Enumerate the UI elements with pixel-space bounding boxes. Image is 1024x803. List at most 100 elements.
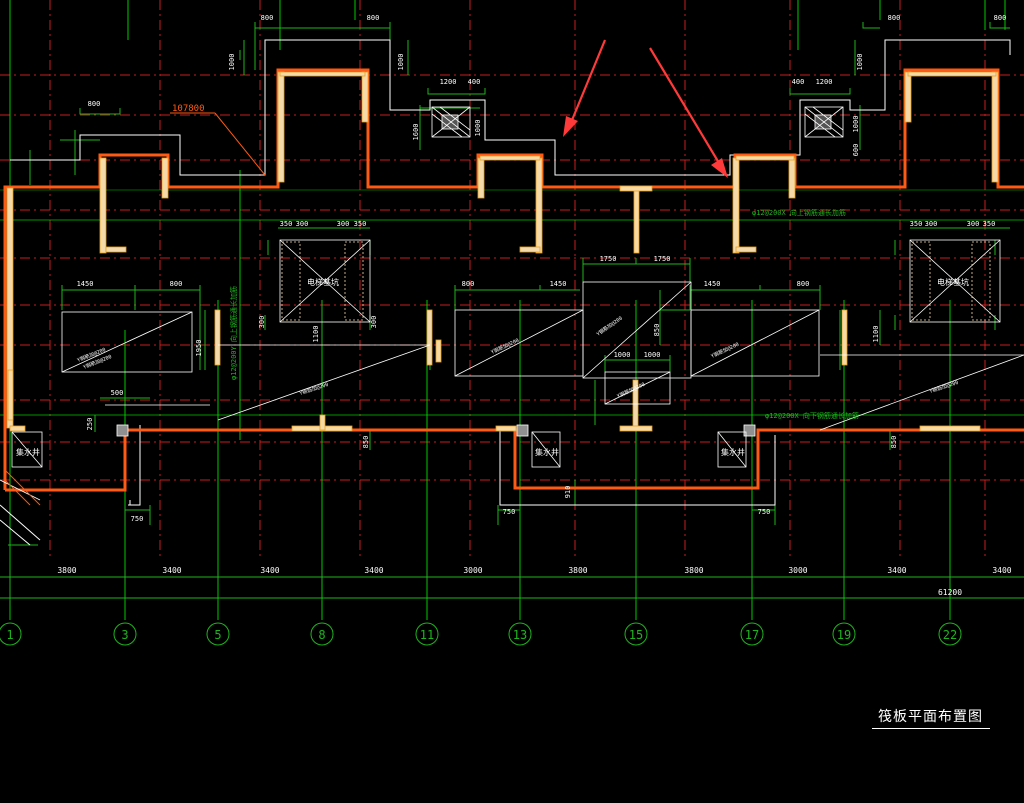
axis-bubble-13 <box>508 622 532 646</box>
dim-text: 850 <box>890 436 898 449</box>
bay-dim: 3400 <box>887 566 906 575</box>
axis-label: 15 <box>629 628 643 642</box>
dim-text: 1000 <box>397 54 405 71</box>
slab-note: Y钢筋加@200 <box>616 381 646 400</box>
dim-text: 800 <box>261 14 274 22</box>
dim-text: 1200 <box>816 78 833 86</box>
elevator-pit-label: 电梯基坑 <box>937 277 969 287</box>
dim-text: 400 <box>468 78 481 86</box>
slab-note: Y钢筋加@200 <box>490 337 520 356</box>
top-dimension-texts: 800 800 800 800 800 1200 400 400 1200 10… <box>88 14 1007 156</box>
dim-text: 910 <box>564 486 572 499</box>
sump-label: 集水井 <box>16 447 40 457</box>
dim-text: 1000 <box>228 54 236 71</box>
red-axis-grid <box>0 0 1024 560</box>
slab-rectangles <box>0 281 1024 501</box>
inner-dimension-texts: 350 300 300 350 350 300 300 350 1450 800… <box>77 220 996 523</box>
total-dim: 61200 <box>938 588 962 597</box>
dim-text: 850 <box>653 324 661 337</box>
dim-text: 800 <box>994 14 1007 22</box>
room-labels: 电梯基坑 电梯基坑 集水井 集水井 集水井 <box>16 277 969 457</box>
axis-bubble-8 <box>310 622 334 646</box>
dim-text: 850 <box>362 436 370 449</box>
slab-note: Y钢筋加@200 <box>298 381 329 397</box>
dim-text: 1200 <box>440 78 457 86</box>
bay-dim: 3000 <box>788 566 807 575</box>
bay-dim: 3800 <box>568 566 587 575</box>
dim-text: 1100 <box>312 326 320 343</box>
dim-text: 300 <box>967 220 980 228</box>
dim-text: 1450 <box>77 280 94 288</box>
elevator-pit-label: 电梯基坑 <box>307 277 339 287</box>
dim-text: 1600 <box>412 124 420 141</box>
axis-label: 11 <box>420 628 434 642</box>
dim-text: 500 <box>111 389 124 397</box>
dim-text: 800 <box>367 14 380 22</box>
dim-text: 400 <box>792 78 805 86</box>
dim-text: 1750 <box>654 255 671 263</box>
annotation-arrows <box>563 39 728 178</box>
dim-text: 300 <box>337 220 350 228</box>
title-underline <box>872 728 990 729</box>
offset-boundary <box>0 39 1024 546</box>
axis-bubbles <box>0 622 962 646</box>
dim-text: 300 <box>258 316 266 329</box>
bay-dim: 3800 <box>684 566 703 575</box>
bay-dim: 3000 <box>463 566 482 575</box>
dim-text: 1750 <box>600 255 617 263</box>
axis-labels: 1 3 5 8 11 13 15 17 19 22 <box>6 628 957 642</box>
bay-dim: 3800 <box>57 566 76 575</box>
dim-text: 1950 <box>195 340 203 357</box>
dim-text: 800 <box>88 100 101 108</box>
dim-text: 750 <box>503 508 516 516</box>
axis-label: 13 <box>513 628 527 642</box>
sump-label: 集水井 <box>535 447 559 457</box>
dim-text: 1450 <box>704 280 721 288</box>
sump-label: 集水井 <box>721 447 745 457</box>
elevator-pits <box>279 239 1001 323</box>
axis-label: 22 <box>943 628 957 642</box>
raft-outline <box>3 68 1024 492</box>
hatched-pads <box>431 106 844 138</box>
axis-label: 1 <box>6 628 13 642</box>
axis-label: 3 <box>121 628 128 642</box>
slab-note: Y钢筋加@200 <box>595 315 624 338</box>
dim-text: 1450 <box>550 280 567 288</box>
rebar-note: φ12@200X 向下钢筋通长加筋 <box>765 411 859 420</box>
top-dimension-chains <box>8 22 1010 546</box>
dim-text: 800 <box>888 14 901 22</box>
rebar-note: φ12@200Y 向上钢筋通长加筋 <box>229 286 238 380</box>
dim-text: 800 <box>462 280 475 288</box>
axis-bubble-1 <box>0 622 22 646</box>
drawing-title: 筏板平面布置图 <box>878 709 983 725</box>
dim-text: 750 <box>758 508 771 516</box>
dim-text: 350 <box>910 220 923 228</box>
axis-bubble-19 <box>832 622 856 646</box>
columns <box>116 424 756 437</box>
slab-note: Y钢筋加@200 <box>928 379 959 395</box>
dim-text: 1000 <box>852 116 860 133</box>
dim-text: 300 <box>370 316 378 329</box>
rebar-notes: φ12@200X 向上钢筋通长加筋 φ12@200X 向下钢筋通长加筋 φ12@… <box>229 208 859 420</box>
dim-text: 300 <box>296 220 309 228</box>
elevation-leader <box>170 112 266 176</box>
dim-text: 750 <box>131 515 144 523</box>
bay-dim: 3400 <box>364 566 383 575</box>
axis-label: 19 <box>837 628 851 642</box>
dim-text: 1000 <box>856 54 864 71</box>
dim-text: 800 <box>797 280 810 288</box>
elevation-label: 107800 <box>172 104 205 114</box>
slab-notes: Y钢筋加@200 Y钢筋加@200 Y钢筋加@200 Y钢筋加@200 Y钢筋加… <box>76 315 959 400</box>
axis-bubble-17 <box>740 622 764 646</box>
sumps <box>4 431 747 506</box>
axis-label: 17 <box>745 628 759 642</box>
axis-bubble-3 <box>113 622 137 646</box>
dim-text: 250 <box>86 418 94 431</box>
bay-dim: 3400 <box>992 566 1011 575</box>
rebar-note: φ12@200X 向上钢筋通长加筋 <box>752 208 846 217</box>
axis-bubble-15 <box>624 622 648 646</box>
wall-segments <box>6 71 999 432</box>
axis-label: 5 <box>214 628 221 642</box>
dim-text: 300 <box>925 220 938 228</box>
